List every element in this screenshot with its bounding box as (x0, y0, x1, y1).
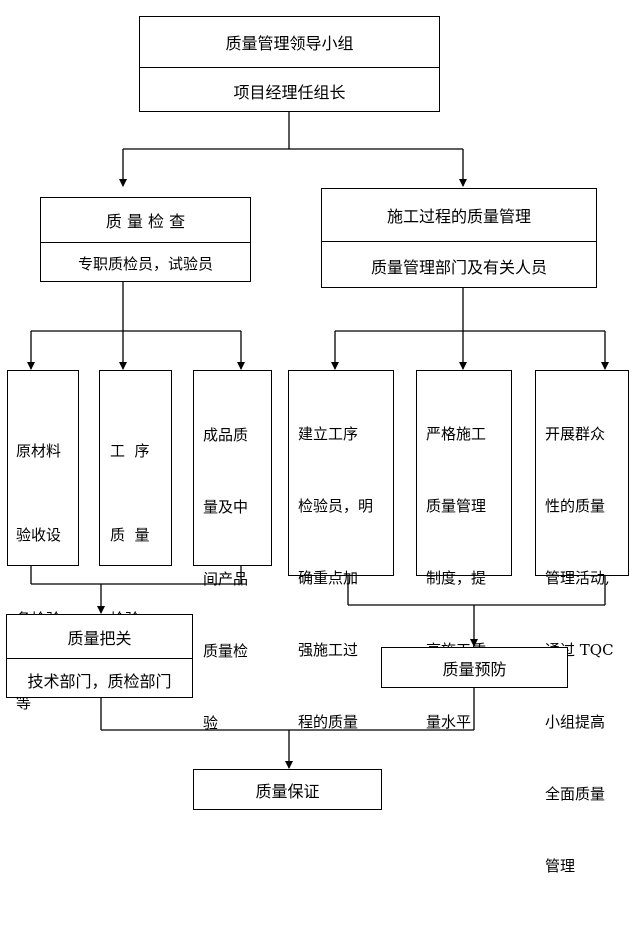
process-staff: 质量管理部门及有关人员 (322, 241, 596, 290)
process-title: 施工过程的质量管理 (386, 207, 531, 226)
text-line: 质量检 (203, 642, 249, 660)
inspection-item-products: 成品质 量及中 间产品 质量检 验 (193, 370, 272, 732)
text-line: 成品质 (203, 426, 249, 444)
inspection-item-materials: 原材料 验收设 备检验 等 (7, 370, 79, 712)
text-line: 制度，提 (426, 569, 487, 587)
inspection-staff: 专职质检员，试验员 (41, 242, 250, 284)
prevention-title: 质量预防 (442, 659, 507, 679)
text-line: 检验员，明 (298, 497, 374, 515)
gatekeeping-box: 质量把关 技术部门，质检部门 (6, 614, 193, 698)
gatekeeping-dept: 技术部门，质检部门 (7, 658, 192, 700)
assurance-box: 质量保证 (193, 769, 382, 810)
text-line: 小组提高 (545, 713, 606, 731)
text-line: 开展群众 (545, 425, 606, 443)
process-item-system: 严格施工 质量管理 制度，提 高施工质 量水平 (416, 370, 512, 731)
text-line: 间产品 (203, 570, 249, 588)
leadership-title: 质量管理领导小组 (225, 34, 354, 53)
text-line: 验 (203, 714, 219, 732)
text-line: 性的质量 (545, 497, 606, 515)
text-line: 管理 (545, 857, 576, 875)
process-item-activities: 开展群众 性的质量 管理活动, 通过 TQC 小组提高 全面质量 管理 (535, 370, 629, 875)
text-line: 程的质量 (298, 713, 359, 731)
leadership-leader: 项目经理任组长 (140, 67, 439, 114)
process-box: 施工过程的质量管理 质量管理部门及有关人员 (321, 188, 597, 288)
text-line: 管理活动, (545, 569, 610, 587)
process-item-inspector: 建立工序 检验员，明 确重点加 强施工过 程的质量 管理 (288, 370, 394, 803)
inspection-item-process: 工 序 质 量 检验 (99, 370, 172, 628)
inspection-title: 质 量 检 查 (105, 212, 186, 231)
text-line: 工 序 (110, 442, 150, 460)
text-line: 强施工过 (298, 641, 359, 659)
text-line: 验收设 (16, 526, 62, 544)
text-line: 量水平 (426, 713, 472, 731)
assurance-title: 质量保证 (255, 781, 320, 801)
text-line: 质量管理 (426, 497, 487, 515)
text-line: 建立工序 (298, 425, 359, 443)
text-line: 严格施工 (426, 425, 487, 443)
prevention-box: 质量预防 (381, 647, 568, 688)
text-line: 原材料 (16, 442, 62, 460)
text-line: 质 量 (110, 526, 150, 544)
org-chart: 质量管理领导小组 项目经理任组长 质 量 检 查 专职质检员，试验员 施工过程的… (6, 16, 629, 875)
text-line: 量及中 (203, 498, 249, 516)
gatekeeping-title: 质量把关 (67, 628, 132, 648)
leadership-box: 质量管理领导小组 项目经理任组长 (139, 16, 440, 112)
text-line: 确重点加 (298, 569, 359, 587)
text-line: 等 (16, 694, 32, 712)
text-line: 全面质量 (545, 785, 606, 803)
inspection-box: 质 量 检 查 专职质检员，试验员 (40, 197, 251, 282)
connector-lines (27, 112, 609, 769)
